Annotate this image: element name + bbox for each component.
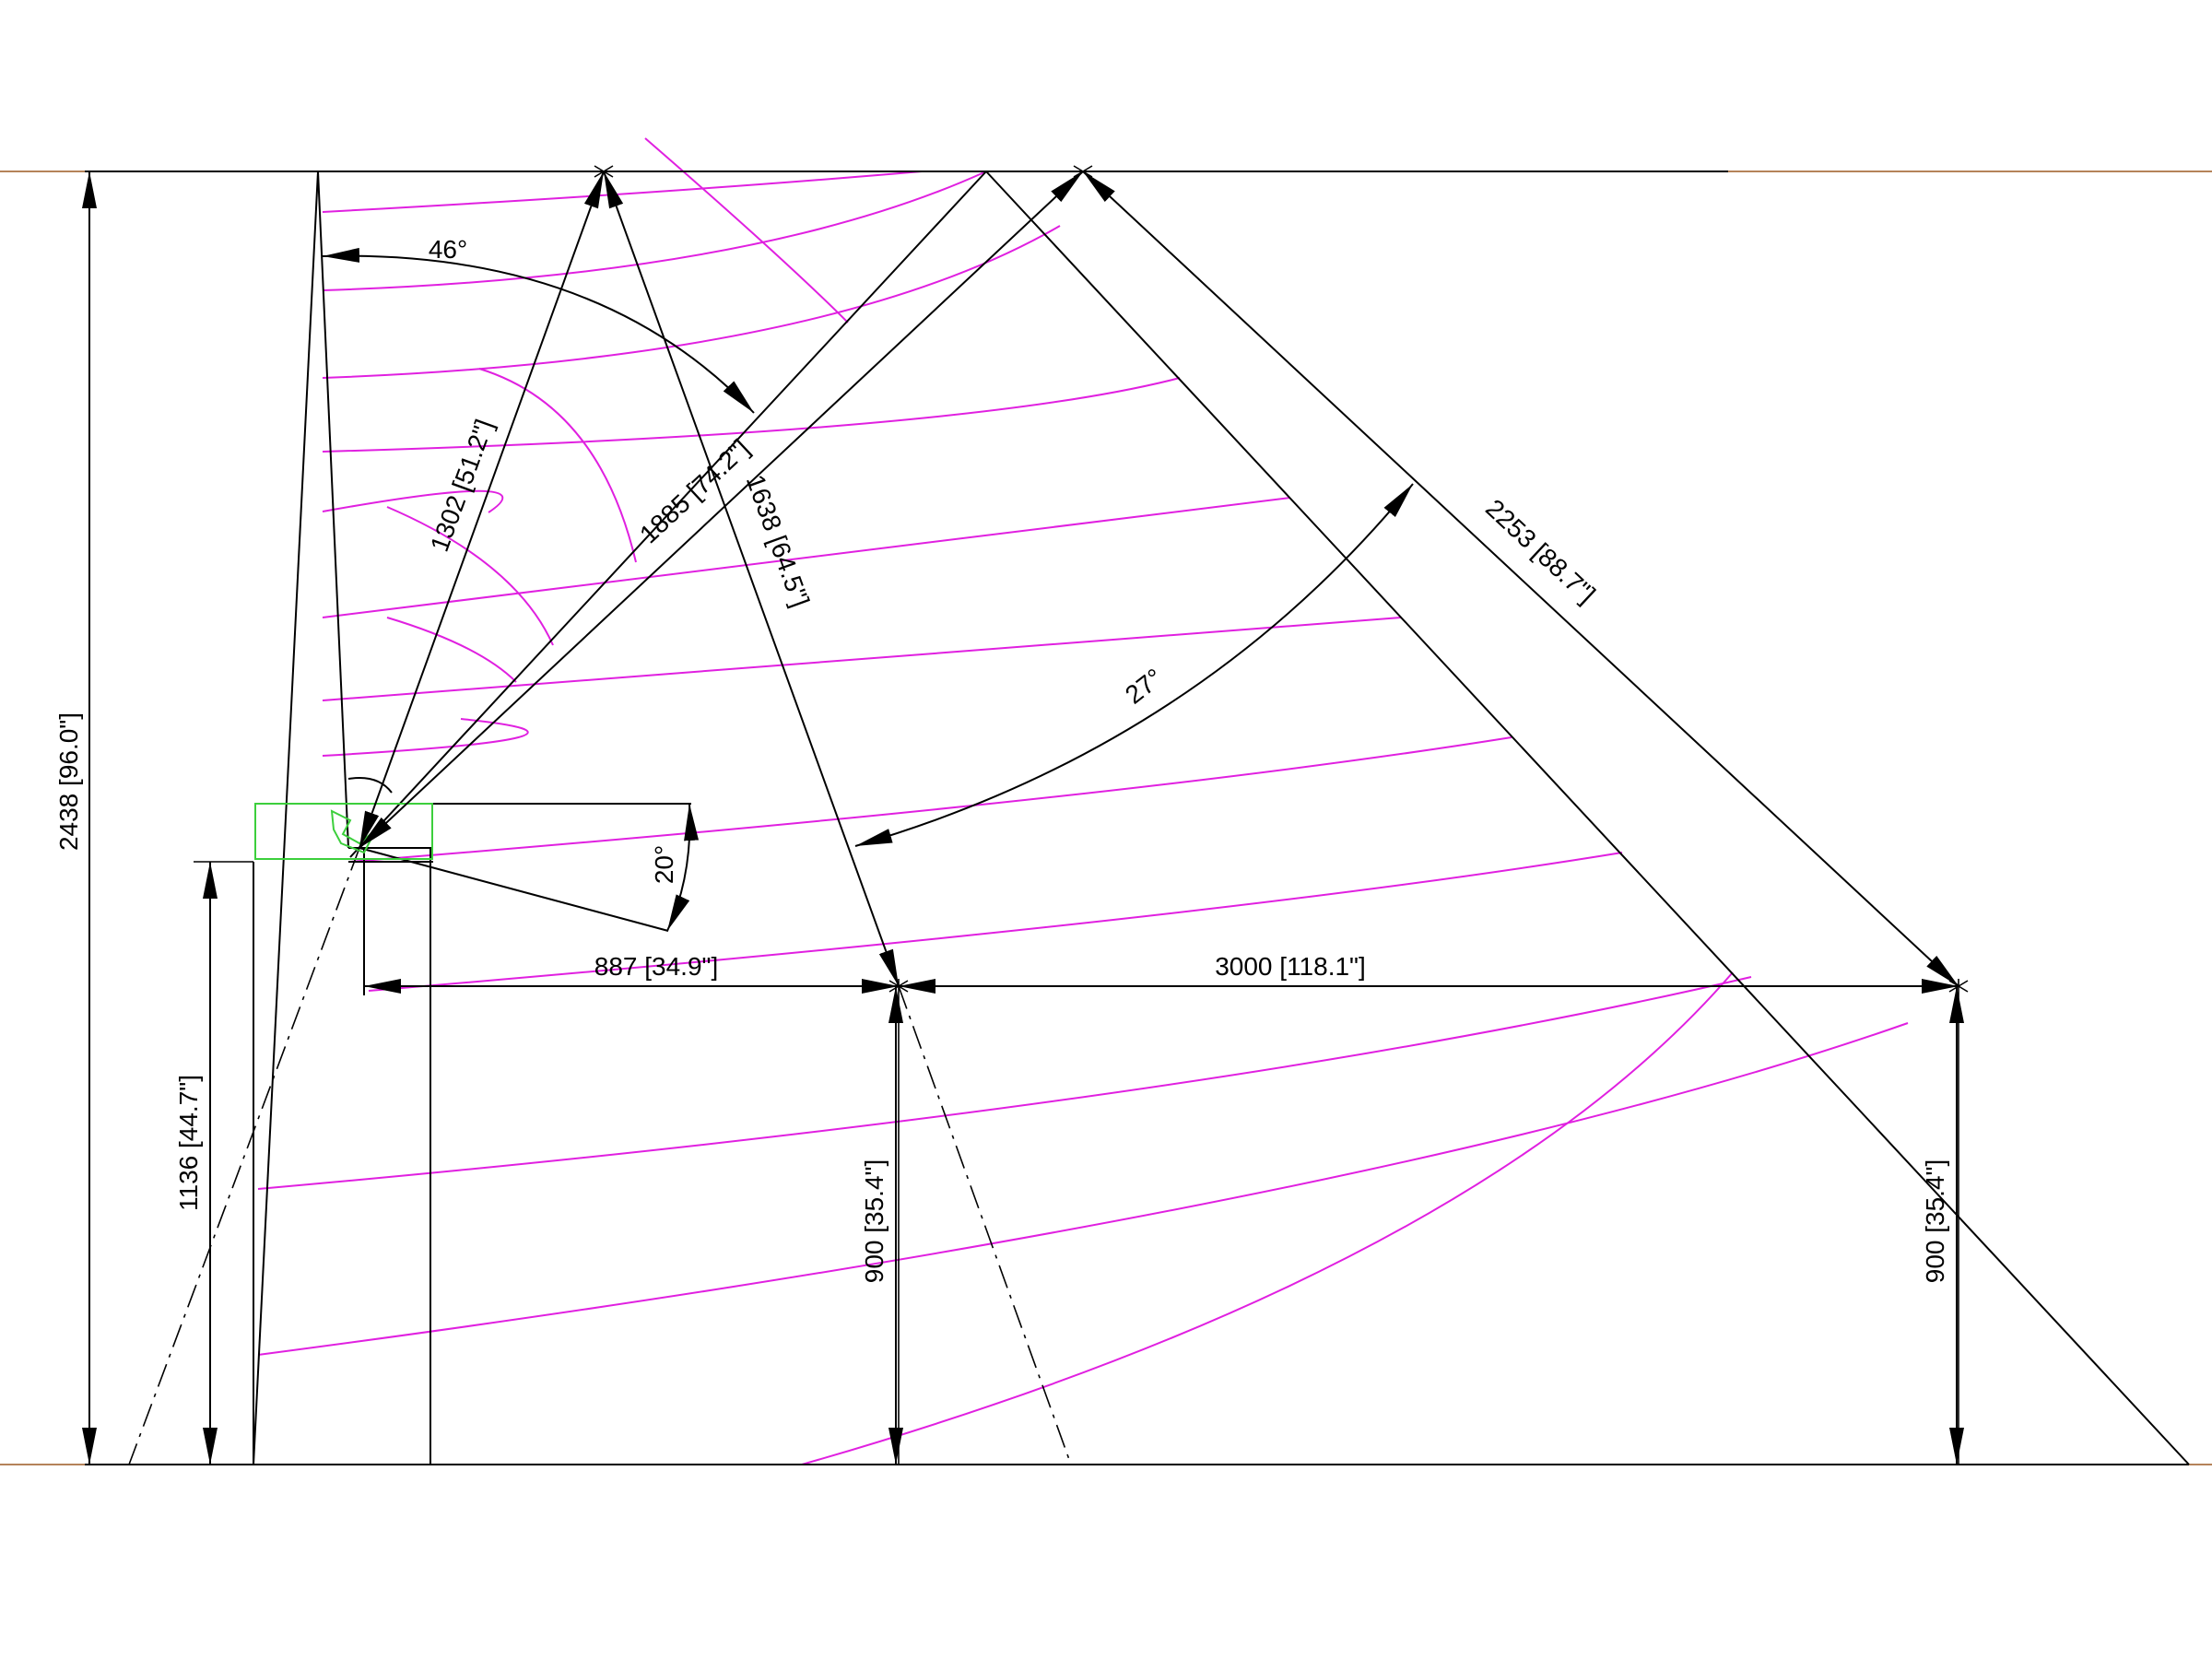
dimension-lines: [82, 171, 1964, 1465]
dim-spacing-horizontal-label: 3000 [118.1"]: [1215, 952, 1366, 981]
angle-arcs: [322, 247, 1414, 932]
point-markers: [594, 165, 1969, 993]
speaker-outline: [254, 803, 433, 860]
construction-lines: [85, 171, 2190, 1465]
dim-offset-horizontal-label: 887 [34.9"]: [594, 952, 719, 981]
dim-ear-height-right-label: 900 [35.4"]: [1921, 1159, 1949, 1284]
centre-lines: [128, 847, 1072, 1465]
dim-mount-height-label: 1136 [44.7"]: [174, 1075, 203, 1211]
dimension-labels: 2438 [96.0"] 1136 [44.7"] 1302 [51.2"] 1…: [54, 235, 1949, 1283]
dim-far-distance-label: 2253 [88.7"]: [1480, 494, 1601, 609]
dim-left-near-distance-label: 1302 [51.2"]: [425, 416, 499, 556]
dim-overall-height-label: 2438 [96.0"]: [54, 712, 83, 851]
angle-dispersion-label: 27°: [1120, 663, 1168, 709]
angle-spread-label: 46°: [429, 235, 467, 264]
dim-ear-height-left-label: 900 [35.4"]: [860, 1159, 888, 1284]
dim-listener-distance-label: 1638 [64.5"]: [741, 471, 815, 611]
sound-coverage-arcs: [257, 137, 1909, 1465]
angle-tilt-label: 20°: [650, 845, 678, 884]
dim-center-distance-label: 1885 [74.2"]: [634, 434, 755, 549]
